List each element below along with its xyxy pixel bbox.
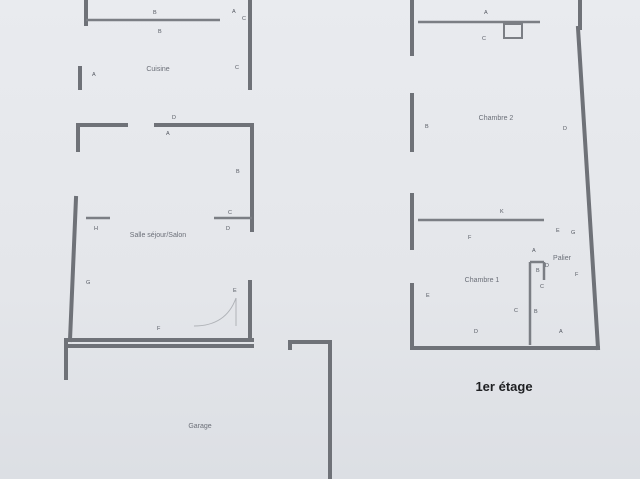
- room-label-cuisine: Cuisine: [146, 66, 169, 73]
- room-label-salle: Salle séjour/Salon: [130, 232, 187, 239]
- marker: A: [559, 329, 563, 335]
- marker: A: [532, 248, 536, 254]
- marker: K: [500, 209, 504, 215]
- marker: D: [545, 263, 549, 269]
- room-label-chambre2: Chambre 2: [479, 115, 514, 122]
- marker: B: [425, 124, 429, 130]
- chambre2-walls: [410, 0, 601, 351]
- marker: A: [484, 10, 488, 16]
- marker: B: [536, 268, 540, 274]
- marker: D: [226, 226, 230, 232]
- marker: H: [94, 226, 98, 232]
- marker: D: [474, 329, 478, 335]
- marker: E: [233, 288, 237, 294]
- marker: C: [540, 284, 544, 290]
- marker: E: [426, 293, 430, 299]
- marker: A: [166, 131, 170, 137]
- marker: C: [235, 65, 239, 71]
- marker: B: [153, 10, 157, 16]
- marker: C: [482, 36, 486, 42]
- marker: F: [157, 326, 161, 332]
- cuisine-walls: [78, 0, 252, 90]
- marker: C: [514, 308, 518, 314]
- marker: A: [92, 72, 96, 78]
- garage-walls: [64, 338, 332, 479]
- marker: D: [172, 115, 176, 121]
- marker: C: [228, 210, 232, 216]
- marker: D: [563, 126, 567, 132]
- marker: B: [534, 309, 538, 315]
- salle-walls: [67, 123, 254, 343]
- marker: E: [556, 228, 560, 234]
- marker: A: [232, 9, 236, 15]
- marker: F: [468, 235, 472, 241]
- room-label-chambre1: Chambre 1: [465, 277, 500, 284]
- room-label-garage: Garage: [188, 423, 211, 430]
- room-label-palier: Palier: [553, 255, 572, 262]
- marker: G: [86, 280, 90, 286]
- chambre1-walls: [410, 193, 600, 350]
- marker: B: [158, 29, 162, 35]
- marker: G: [571, 230, 575, 236]
- marker: B: [236, 169, 240, 175]
- floor-title: 1er étage: [475, 379, 532, 394]
- marker: C: [242, 16, 246, 22]
- marker: F: [575, 272, 579, 278]
